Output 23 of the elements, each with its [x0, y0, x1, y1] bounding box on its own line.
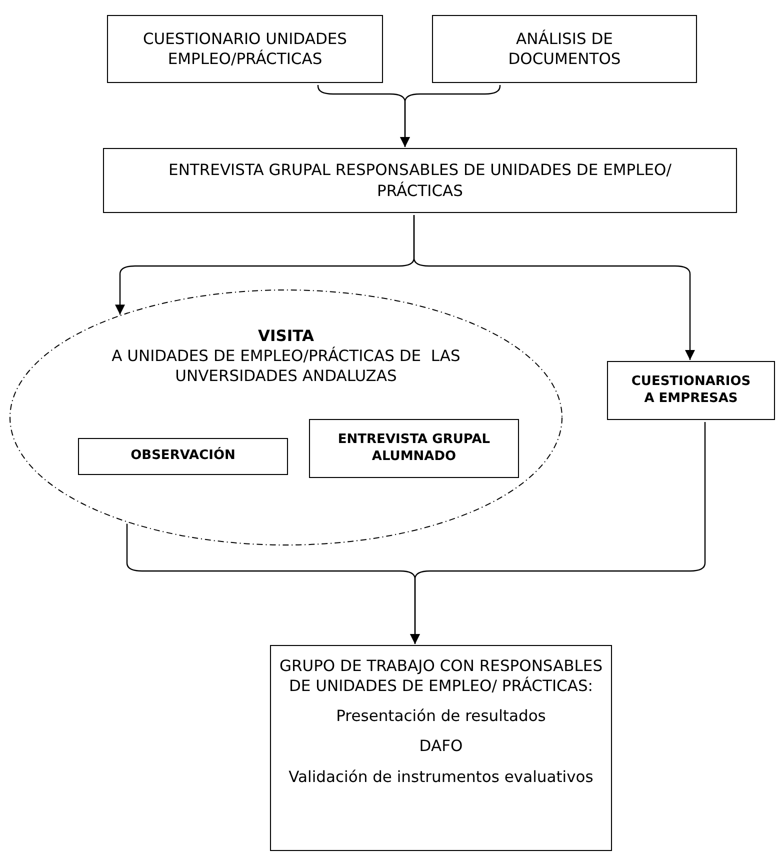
process-box — [78, 438, 288, 475]
brace-connector — [413, 215, 695, 360]
brace-connector — [400, 84, 501, 147]
node-text: Presentación de resultados — [336, 706, 546, 726]
node-text: CUESTIONARIOS A EMPRESAS — [630, 374, 752, 408]
node-text: ENTREVISTA GRUPAL ALUMNADO — [336, 432, 492, 466]
process-box — [107, 15, 383, 83]
brace-connector — [410, 422, 706, 644]
node-text: A UNIDADES DE EMPLEO/PRÁCTICAS DE LAS UNVERSIDADES ANDALUZAS — [110, 346, 462, 386]
node-text: DAFO — [419, 736, 463, 757]
dashed-ellipse-group — [10, 290, 562, 545]
node-text: OBSERVACIÓN — [130, 448, 236, 465]
node-text: ENTREVISTA GRUPAL RESPONSABLES DE UNIDADES DE EMPLEO/ PRÁCTICAS — [168, 160, 672, 201]
node-text: CUESTIONARIO UNIDADES EMPLEO/PRÁCTICAS — [142, 28, 348, 70]
process-box — [309, 419, 519, 478]
process-box — [270, 645, 612, 851]
node-heading: VISITA — [258, 326, 314, 346]
node-heading: GRUPO DE TRABAJO CON RESPONSABLES DE UNIDADES DE EMPLEO/ PRÁCTICAS: — [279, 656, 603, 696]
process-box — [432, 15, 697, 83]
process-box — [607, 361, 775, 420]
process-box — [103, 148, 737, 213]
node-text: ANÁLISIS DE DOCUMENTOS — [507, 28, 622, 70]
node-text: Validación de instrumentos evaluativos — [288, 766, 594, 787]
